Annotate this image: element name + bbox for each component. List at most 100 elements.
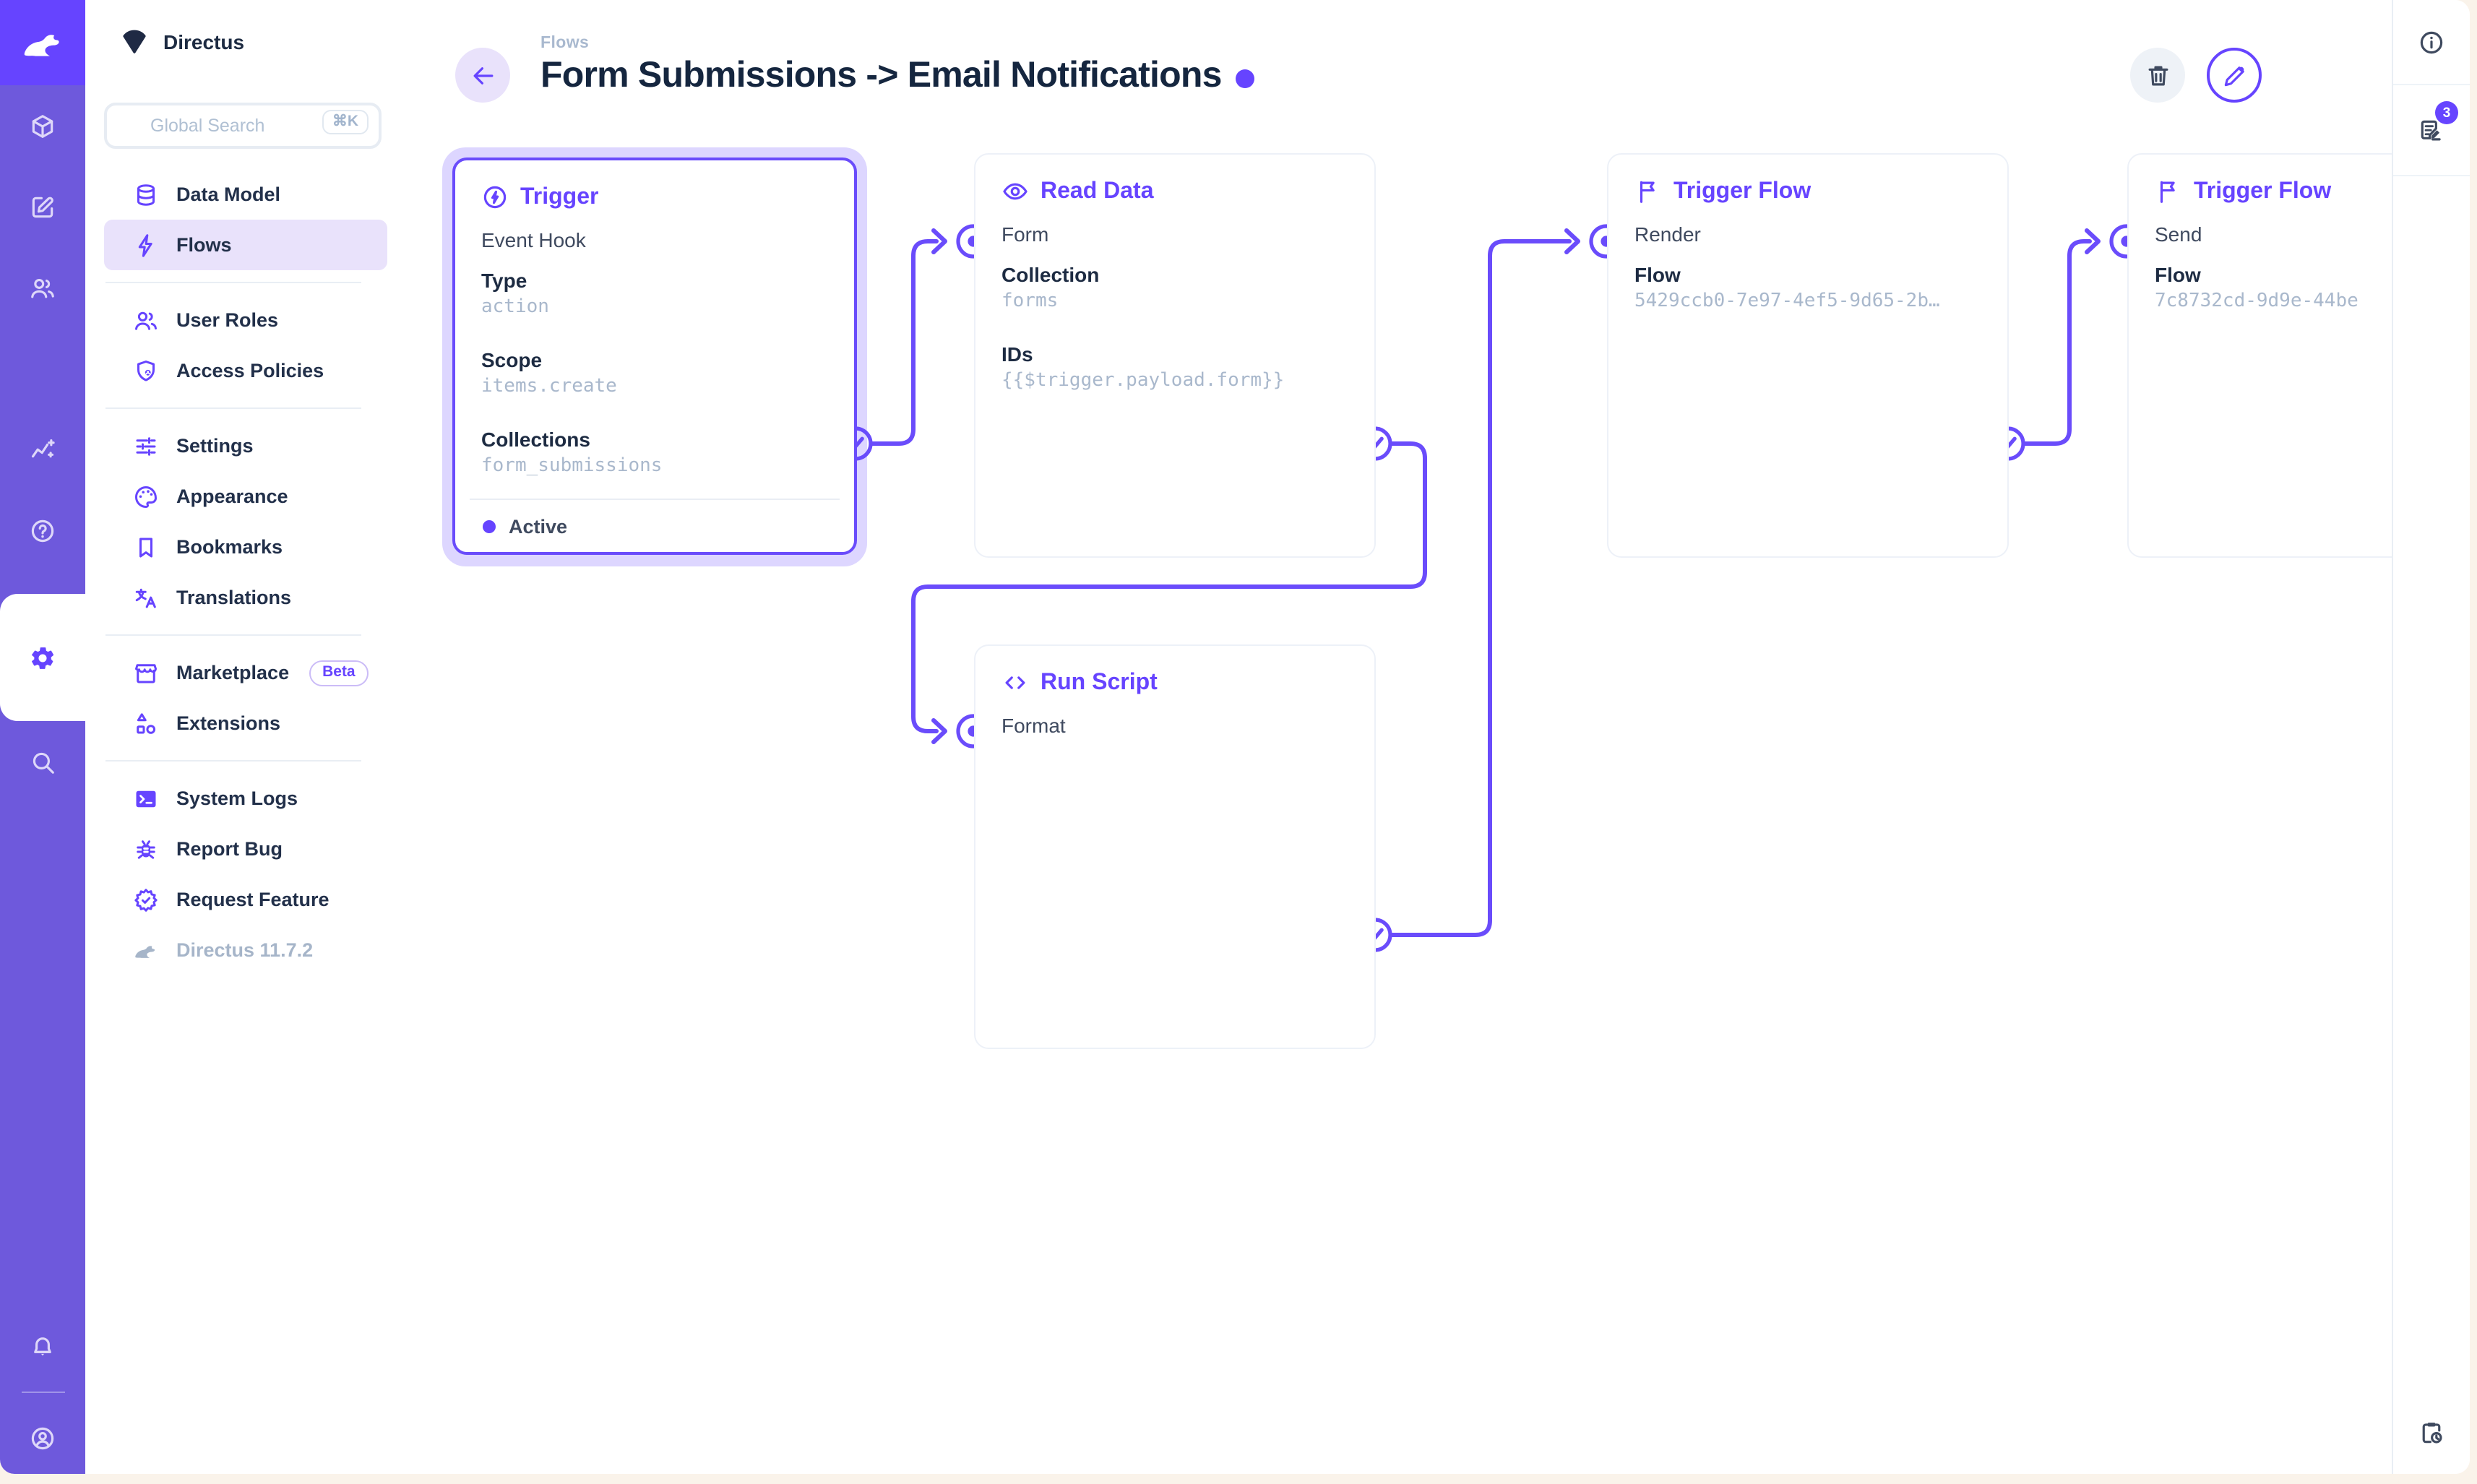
- log-icon: [2418, 116, 2445, 144]
- sidebar-item-flows[interactable]: Flows: [104, 220, 387, 270]
- module-docs[interactable]: [0, 490, 85, 571]
- project-name: Directus: [163, 30, 245, 53]
- status-badge: Active: [509, 515, 568, 537]
- module-users[interactable]: [0, 247, 85, 328]
- flow-canvas[interactable]: Trigger Event Hook Type action Scope ite…: [390, 0, 2392, 1474]
- bolt-icon: [133, 232, 159, 258]
- sidebar-item-label: Data Model: [176, 184, 281, 205]
- sidebar-item-label: Request Feature: [176, 889, 329, 910]
- sidebar-item-version[interactable]: Directus 11.7.2: [104, 925, 387, 975]
- breadcrumb[interactable]: Flows: [540, 35, 590, 52]
- sidebar-item-appearance[interactable]: Appearance: [104, 471, 387, 522]
- eye-icon: [1001, 178, 1029, 205]
- sliders-icon: [133, 433, 159, 459]
- panel-trigger-flow-render[interactable]: Trigger Flow Render Flow 5429ccb0-7e97-4…: [1607, 153, 2009, 558]
- notification-count-badge: 3: [2435, 101, 2458, 124]
- database-icon: [133, 181, 159, 207]
- field-label: Type: [481, 269, 527, 292]
- panel-trigger-header: Trigger: [455, 160, 854, 211]
- keyboard-shortcut-badge: ⌘K: [322, 110, 369, 134]
- sidebar-item-bookmarks[interactable]: Bookmarks: [104, 522, 387, 572]
- storefront-icon: [133, 660, 159, 686]
- flag-icon: [1634, 178, 1662, 205]
- sidebar-divider: [105, 760, 361, 762]
- account-button[interactable]: [0, 1402, 85, 1474]
- module-editor[interactable]: [0, 166, 85, 247]
- trash-icon: [2144, 61, 2171, 89]
- panel-title: Trigger: [520, 184, 599, 209]
- field-label: Flow: [1634, 263, 1681, 286]
- sidebar-item-request-feature[interactable]: Request Feature: [104, 874, 387, 925]
- module-bar: [0, 0, 85, 1474]
- panel-title: Trigger Flow: [2194, 178, 2332, 203]
- panel-trigger-flow-send-header: Trigger Flow: [2129, 155, 2392, 205]
- insights-icon: [29, 436, 56, 463]
- sidebar-item-label: Flows: [176, 234, 232, 256]
- project-header[interactable]: Directus: [85, 0, 390, 82]
- sidebar-item-user-roles[interactable]: User Roles: [104, 295, 387, 345]
- pending-revisions-button[interactable]: [2393, 1390, 2470, 1474]
- panel-run-script[interactable]: Run Script Format: [974, 644, 1376, 1049]
- sidebar-item-access-policies[interactable]: Access Policies: [104, 345, 387, 396]
- edit-flow-button[interactable]: [2207, 48, 2262, 103]
- field-value: form_submissions: [481, 455, 663, 477]
- module-content[interactable]: [0, 85, 85, 166]
- arrowhead-icon: [1564, 228, 1580, 254]
- extensions-icon: [133, 710, 159, 736]
- delete-flow-button[interactable]: [2130, 48, 2185, 103]
- panel-trigger[interactable]: Trigger Event Hook Type action Scope ite…: [452, 158, 857, 555]
- sidebar-item-label: Marketplace: [176, 662, 290, 683]
- field-label: IDs: [1001, 342, 1033, 366]
- notifications-button[interactable]: [0, 1311, 85, 1383]
- sidebar-item-label: Settings: [176, 435, 254, 457]
- arrowhead-icon: [2085, 228, 2101, 254]
- operation-name: Send: [2155, 223, 2202, 246]
- code-icon: [1001, 669, 1029, 696]
- wire-run-script-to-trigger-flow-render: [1388, 239, 1572, 937]
- sidebar-item-translations[interactable]: Translations: [104, 572, 387, 623]
- sidebar-divider: [105, 282, 361, 283]
- sidebar-item-label: Extensions: [176, 712, 281, 734]
- global-search-box[interactable]: ⌘K: [104, 103, 382, 149]
- panel-read-data-header: Read Data: [975, 155, 1374, 205]
- sidebar-item-report-bug[interactable]: Report Bug: [104, 824, 387, 874]
- compose-icon: [29, 193, 56, 220]
- sidebar-item-data-model[interactable]: Data Model: [104, 169, 387, 220]
- module-files[interactable]: [0, 328, 85, 409]
- arrowhead-icon: [931, 718, 947, 744]
- field-value: {{$trigger.payload.form}}: [1001, 370, 1285, 392]
- active-status-dot: [483, 519, 496, 532]
- sidebar-item-label: Translations: [176, 587, 292, 608]
- module-search[interactable]: [0, 721, 85, 802]
- flag-icon: [2155, 178, 2182, 205]
- info-button[interactable]: [2393, 0, 2470, 85]
- panel-read-data[interactable]: Read Data Form Collection forms IDs {{$t…: [974, 153, 1376, 558]
- back-button[interactable]: [455, 48, 510, 103]
- module-settings-active[interactable]: [0, 594, 85, 721]
- trigger-kind: Event Hook: [481, 228, 586, 251]
- module-insights[interactable]: [0, 409, 85, 490]
- wire-trigger-flow-render-to-send: [2021, 239, 2092, 446]
- sidebar-item-label: Appearance: [176, 486, 288, 507]
- panel-trigger-flow-send[interactable]: Trigger Flow Send Flow 7c8732cd-9d9e-44b…: [2127, 153, 2392, 558]
- field-value: items.create: [481, 376, 617, 397]
- rabbit-icon: [133, 937, 159, 963]
- field-value: 5429ccb0-7e97-4ef5-9d65-2b…: [1634, 290, 1940, 312]
- sidebar-item-label: User Roles: [176, 309, 279, 331]
- panel-title: Read Data: [1041, 178, 1154, 203]
- sidebar-item-label: Directus 11.7.2: [176, 939, 314, 961]
- sidebar-item-label: System Logs: [176, 788, 298, 809]
- activity-log-button[interactable]: 3: [2393, 85, 2470, 176]
- palette-icon: [133, 483, 159, 509]
- sidebar-item-extensions[interactable]: Extensions: [104, 698, 387, 749]
- search-input[interactable]: [147, 114, 312, 137]
- sidebar-item-system-logs[interactable]: System Logs: [104, 773, 387, 824]
- field-value: forms: [1001, 290, 1059, 312]
- bell-icon: [29, 1333, 56, 1360]
- field-label: Flow: [2155, 263, 2201, 286]
- directus-logo[interactable]: [0, 0, 85, 85]
- sidebar-item-settings[interactable]: Settings: [104, 420, 387, 471]
- operation-name: Form: [1001, 223, 1049, 246]
- sidebar-item-marketplace[interactable]: Marketplace Beta: [104, 647, 387, 698]
- help-icon: [29, 517, 56, 544]
